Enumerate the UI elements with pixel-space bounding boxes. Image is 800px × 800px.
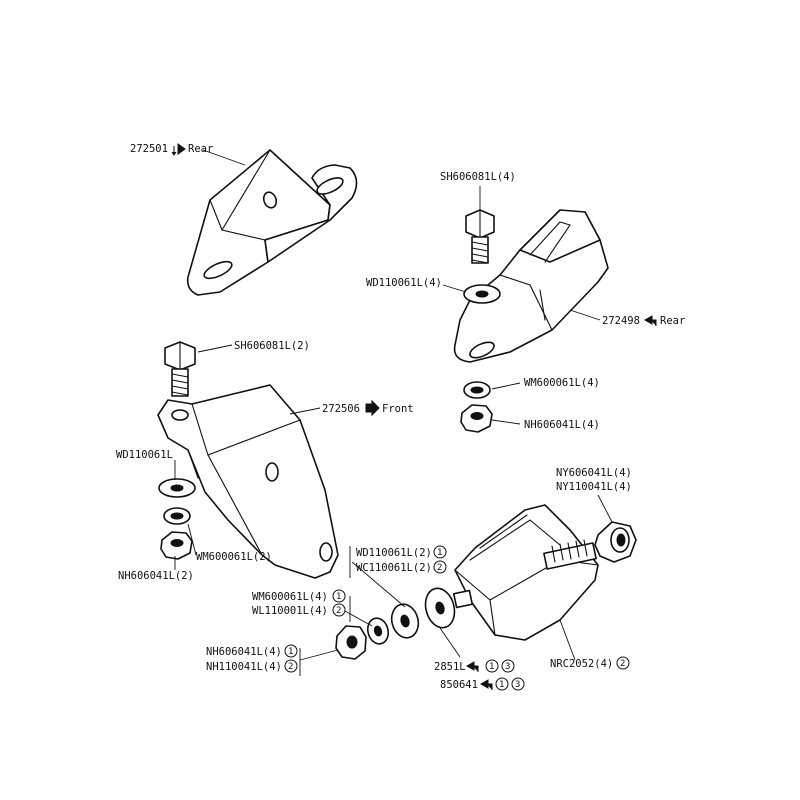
bracket-272506: [157, 384, 339, 579]
direction-arrow-icon: [465, 661, 479, 672]
spring-washer-hole: [170, 512, 184, 520]
label-272498: 272498: [602, 315, 640, 327]
bracket-272498: [453, 209, 609, 363]
washer-2851l: [424, 587, 456, 629]
label-2851l: 2851L: [434, 661, 466, 673]
direction-arrow-icon: [171, 143, 186, 156]
marker-1: 1: [499, 680, 504, 690]
washer-wd110061l-2: [390, 603, 420, 639]
label-ny606041l-4: NY606041L(4): [556, 467, 632, 479]
marker-2: 2: [437, 563, 442, 573]
bracket-272501: [186, 149, 358, 296]
label-nh606041l-4-top: NH606041L(4): [524, 419, 600, 431]
nut-nh606041l-4-top: [460, 404, 493, 433]
direction-arrow-icon: [643, 315, 657, 326]
marker-1: 1: [437, 548, 442, 558]
labels: 272501 Rear SH606081L(4) WD110061L(4) 27…: [116, 143, 685, 691]
label-wd110061l: WD110061L: [116, 449, 173, 461]
label-272501: 272501: [130, 143, 168, 155]
bolt-sh606081l-4: [465, 209, 495, 264]
direction-arrow-icon: [479, 679, 493, 690]
marker-2: 2: [620, 659, 625, 669]
label-wd110061l-4: WD110061L(4): [366, 277, 442, 289]
label-ny110041l-4: NY110041L(4): [556, 481, 632, 493]
marker-3: 3: [505, 662, 510, 672]
label-nh606041l-4-b: NH606041L(4): [206, 646, 282, 658]
label-nh606041l-2: NH606041L(2): [118, 570, 194, 582]
marker-3: 3: [515, 680, 520, 690]
label-850641: 850641: [440, 679, 478, 691]
label-272506-dir: Front: [382, 403, 414, 415]
label-wc110061l-2: WC110061L(2): [356, 562, 432, 574]
label-272498-dir: Rear: [660, 315, 685, 327]
nut-nh606041l-4-b: [335, 625, 367, 660]
leader-lines: [174, 149, 613, 676]
label-nh110041l-4: NH110041L(4): [206, 661, 282, 673]
spring-washer-hole: [470, 386, 484, 394]
marker-1: 1: [489, 662, 494, 672]
label-sh606081l-4: SH606081L(4): [440, 171, 516, 183]
label-wm600061l-4: WM600061L(4): [524, 377, 600, 389]
label-wl110001l-4: WL110001L(4): [252, 605, 328, 617]
marker-1: 1: [336, 592, 341, 602]
marker-1: 1: [288, 647, 293, 657]
marker-2: 2: [288, 662, 293, 672]
label-sh606081l-2: SH606081L(2): [234, 340, 310, 352]
spring-washer-wm600061l-4-b: [366, 617, 390, 645]
washer-hole: [170, 484, 184, 492]
label-wm600061l-2: WM600061L(2): [196, 551, 272, 563]
nut-nh606041l-2: [160, 531, 193, 560]
marker-2: 2: [336, 606, 341, 616]
label-272506: 272506: [322, 403, 360, 415]
nyloc-nut-ny606041l-4: [594, 521, 637, 563]
label-272501-dir: Rear: [188, 143, 213, 155]
label-wd110061l-2: WD110061L(2): [356, 547, 432, 559]
washer-hole: [475, 290, 489, 298]
rubber-mount-nrc2052: [452, 504, 599, 641]
bolt-sh606081l-2: [164, 341, 196, 397]
label-nrc2052-4: NRC2052(4): [550, 658, 613, 670]
label-wm600061l-4-b: WM600061L(4): [252, 591, 328, 603]
direction-arrow-icon: [365, 399, 380, 417]
